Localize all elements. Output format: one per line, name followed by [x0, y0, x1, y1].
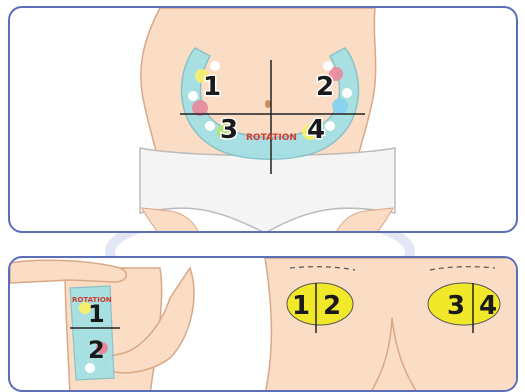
thigh-buttocks-panel: ROTATION 1 2 1 2 3 4 — [8, 256, 518, 392]
abdomen-zone-1: 1 — [203, 72, 221, 102]
thigh-zone-1: 1 — [88, 300, 105, 328]
abdomen-zone-2: 2 — [316, 72, 334, 102]
thigh-zone-2: 2 — [88, 336, 105, 364]
left-leg — [142, 208, 200, 233]
abdomen-zone-3: 3 — [220, 115, 238, 145]
buttock-zone-4: 4 — [479, 291, 497, 321]
buttock-zone-1: 1 — [292, 291, 310, 321]
thigh-buttocks-illustration: ROTATION 1 2 1 2 3 4 — [10, 258, 518, 392]
buttock-zone-2: 2 — [323, 291, 341, 321]
hand — [10, 260, 126, 283]
navel — [265, 100, 271, 108]
rotation-brand-text: ROTATION — [246, 133, 297, 143]
abdomen-panel: ROTATION 1 2 3 4 — [8, 6, 518, 233]
abdomen-zone-4: 4 — [307, 115, 325, 145]
abdomen-illustration: ROTATION 1 2 3 4 — [10, 8, 518, 233]
buttock-zone-3: 3 — [447, 291, 465, 321]
right-leg — [335, 208, 393, 233]
